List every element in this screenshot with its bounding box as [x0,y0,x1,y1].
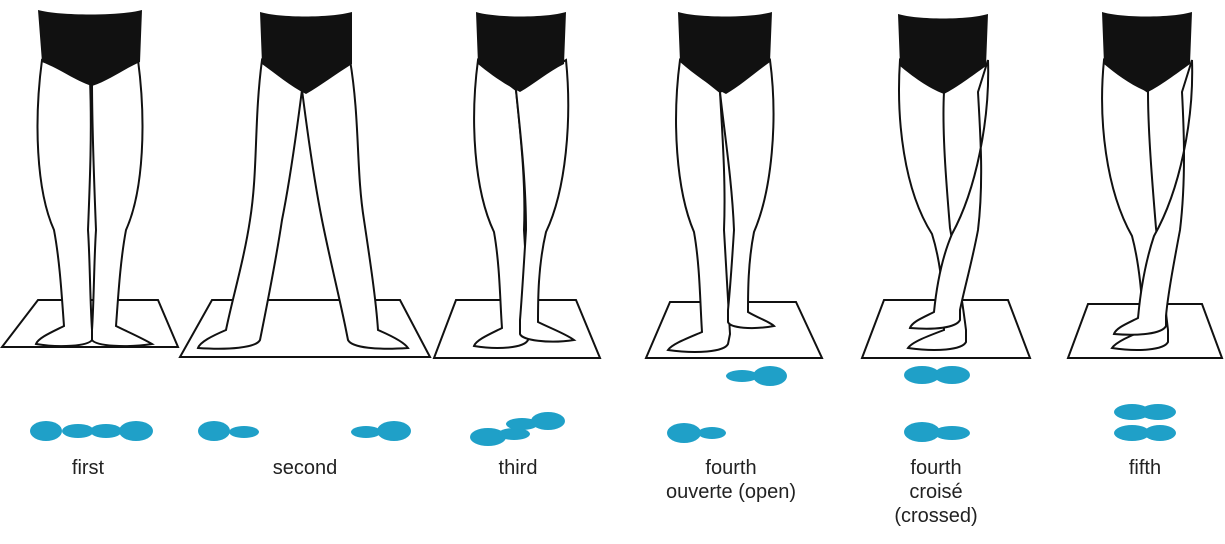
figure-first [2,10,178,347]
footprint-icon [506,412,565,430]
right-leg [302,60,408,349]
footprint-icon [470,428,530,446]
label-line: (crossed) [886,504,986,528]
left-leg [36,60,92,346]
label-fourth-open: fourth ouverte (open) [646,456,816,504]
footprint-icon [1114,425,1176,441]
label-fifth: fifth [1110,456,1180,480]
footprint-icon [30,421,94,441]
label-line: fourth [886,456,986,480]
footprint-icon [198,421,259,441]
label-line: ouverte (open) [646,480,816,504]
figure-fifth [1068,12,1222,358]
left-leg [198,60,302,349]
right-leg [92,60,152,346]
figure-fourth-crossed [862,14,1030,358]
label-fourth-crossed: fourth croisé (crossed) [886,456,986,528]
label-line: croisé [886,480,986,504]
footprint-icon [726,366,787,386]
label-line: fifth [1110,456,1180,480]
footprint-icon [904,422,970,442]
label-first: first [58,456,118,480]
figure-second [180,12,430,357]
footprint-icon [904,366,970,384]
footprints [30,366,1176,446]
label-second: second [255,456,355,480]
figure-fourth-open [646,12,822,358]
label-third: third [478,456,558,480]
label-line: first [58,456,118,480]
footprint-icon [90,421,153,441]
label-line: fourth [646,456,816,480]
figure-third [434,12,600,358]
footprint-icon [667,423,726,443]
label-line: third [478,456,558,480]
footprint-icon [351,421,411,441]
footprint-icon [1114,404,1176,420]
label-line: second [255,456,355,480]
